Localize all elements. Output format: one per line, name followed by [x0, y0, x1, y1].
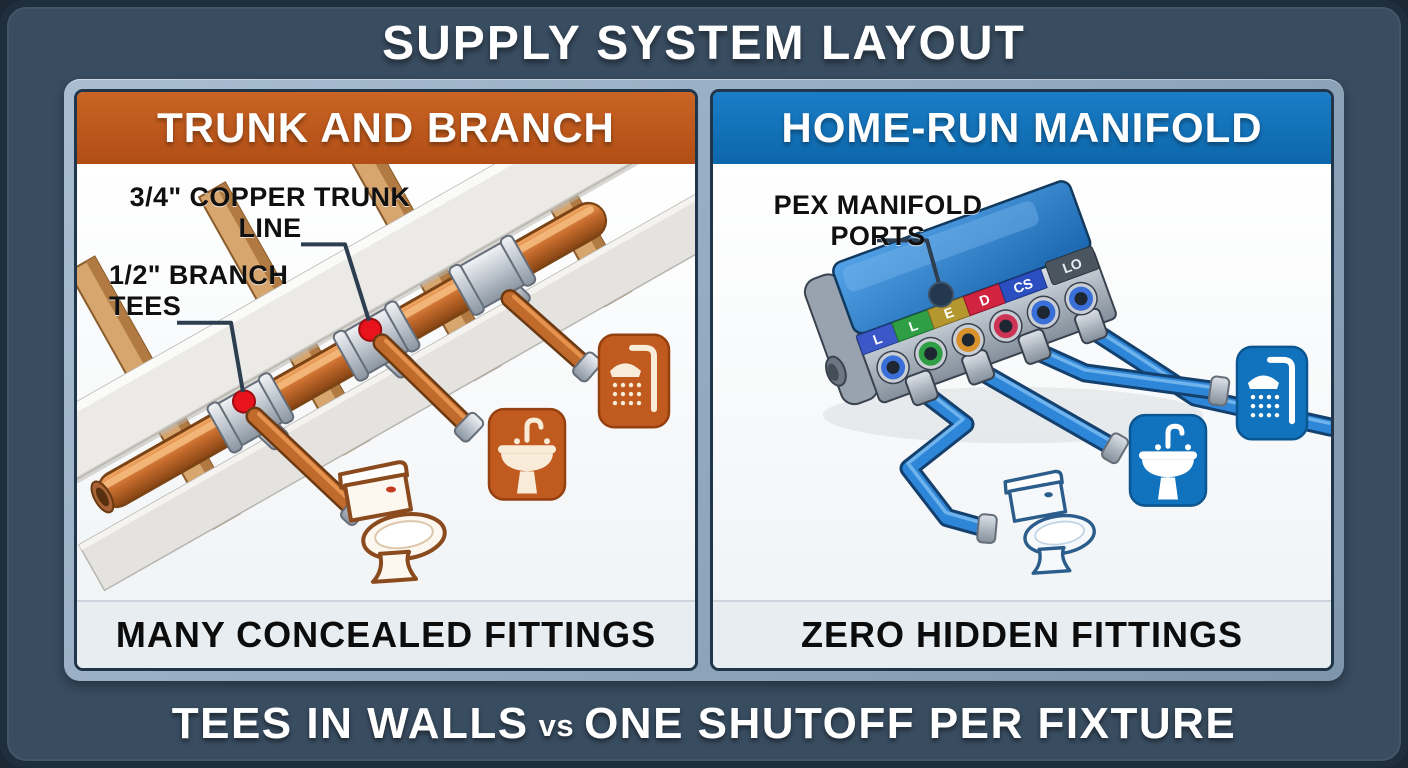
panel-home-run-manifold: HOME-RUN MANIFOLD — [710, 89, 1334, 671]
right-panel-header: HOME-RUN MANIFOLD — [713, 92, 1331, 164]
comparison-frame: TRUNK AND BRANCH — [64, 79, 1344, 681]
branch-tees-callout-line1: 1/2" BRANCH — [109, 260, 289, 290]
branch-pipe-shower — [500, 289, 602, 383]
branch-tees-callout-line2: TEES — [109, 291, 182, 321]
port-label: CS — [1011, 275, 1035, 297]
stud-wall — [77, 164, 695, 592]
manifold-ports-callout-line1: PEX MANIFOLD — [773, 190, 983, 220]
page-title: SUPPLY SYSTEM LAYOUT — [382, 17, 1026, 70]
sink-icon — [1128, 413, 1208, 507]
branch-leader-line — [177, 320, 245, 393]
port-label: LO — [1060, 255, 1084, 277]
footer-left-text: TEES IN WALLS — [171, 699, 529, 748]
pex-pipe-shower — [1026, 341, 1229, 401]
drywall-upper-sheet — [77, 164, 671, 498]
footer-right-text: ONE SHUTOFF PER FIXTURE — [584, 699, 1237, 748]
manifold-diagram: L L E D CS LO — [803, 180, 1331, 575]
footer-vs-text: vs — [538, 708, 575, 743]
pipe-coupling — [976, 513, 998, 545]
left-panel-caption: MANY CONCEALED FITTINGS — [77, 600, 695, 668]
panel-trunk-and-branch: TRUNK AND BRANCH — [74, 89, 698, 671]
branch-tees-callout: 1/2" BRANCH TEES — [109, 260, 349, 322]
right-panel-caption: ZERO HIDDEN FITTINGS — [713, 600, 1331, 668]
manifold-ports-callout: PEX MANIFOLD PORTS — [743, 190, 1013, 252]
manifold-ports — [876, 281, 1098, 385]
sink-icon — [487, 407, 567, 501]
pex-manifold: L L E D CS LO — [803, 180, 1117, 407]
pex-pipe-toilet — [899, 382, 997, 539]
right-panel-illustration: L L E D CS LO — [713, 164, 1331, 600]
pex-pipe-sink — [970, 361, 1125, 458]
toilet-illustration — [1003, 469, 1096, 575]
trunk-branch-diagram — [77, 164, 695, 592]
trunk-line-callout-line2: LINE — [238, 213, 302, 243]
manifold-label-strip: L L E D CS LO — [855, 245, 1100, 356]
pipe-coupling — [1207, 375, 1231, 407]
left-panel-header: TRUNK AND BRANCH — [77, 92, 695, 164]
trunk-leader-line — [301, 242, 371, 322]
trunk-line-callout-line1: 3/4" COPPER TRUNK — [129, 182, 411, 212]
pipe-coupling — [1101, 432, 1129, 465]
drywall-lower-sheet — [77, 192, 695, 592]
manifold-ports-callout-line2: PORTS — [830, 221, 926, 251]
shower-icon — [597, 333, 671, 429]
branch-pipe-sink — [372, 333, 485, 443]
ports-leader-dot — [928, 281, 954, 308]
left-panel-illustration: 3/4" COPPER TRUNK LINE 1/2" BRANCH TEES — [77, 164, 695, 600]
shower-icon — [1235, 345, 1309, 441]
trunk-line-callout: 3/4" COPPER TRUNK LINE — [105, 182, 435, 244]
footer-comparison-text: TEES IN WALLS vs ONE SHUTOFF PER FIXTURE — [7, 699, 1401, 749]
toilet-illustration — [338, 460, 447, 584]
ports-leader-line — [877, 238, 941, 285]
